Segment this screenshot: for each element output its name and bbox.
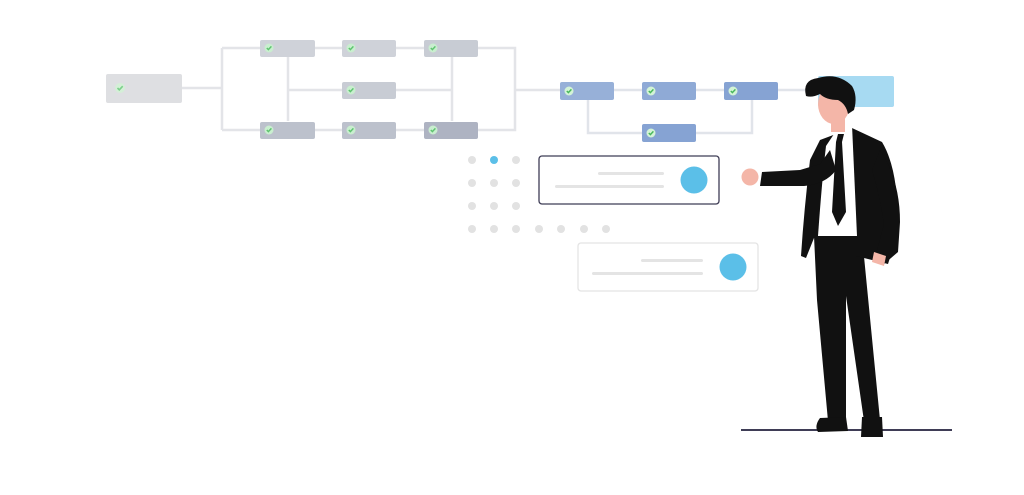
left-shoe xyxy=(816,417,848,432)
circle-avatar-icon xyxy=(680,166,708,194)
check-icon xyxy=(115,83,125,93)
flow-node xyxy=(342,40,396,57)
hand-right xyxy=(872,252,886,266)
check-icon xyxy=(264,43,274,53)
card-line xyxy=(592,272,703,275)
flow-node-start xyxy=(106,74,182,103)
check-icon xyxy=(428,125,438,135)
tie xyxy=(832,134,846,226)
flow-node xyxy=(424,122,478,139)
flow-node xyxy=(342,122,396,139)
card-line xyxy=(641,259,703,262)
hand-left xyxy=(741,168,759,186)
check-icon xyxy=(428,43,438,53)
card-line xyxy=(555,185,664,188)
dot-grid xyxy=(468,156,610,233)
arm-left xyxy=(760,150,836,186)
dot-active xyxy=(490,156,498,164)
info-card-active xyxy=(538,155,720,205)
check-icon xyxy=(646,128,656,138)
flow-node xyxy=(642,82,696,100)
check-icon xyxy=(646,86,656,96)
circle-avatar-icon xyxy=(719,253,747,281)
flow-node xyxy=(260,40,315,57)
check-icon xyxy=(346,43,356,53)
card-line xyxy=(598,172,664,175)
flow-connectors xyxy=(182,46,818,135)
check-icon xyxy=(564,86,574,96)
hair xyxy=(805,76,856,114)
info-card xyxy=(577,242,759,292)
flow-node xyxy=(642,124,696,142)
flow-node xyxy=(424,40,478,57)
arm-right xyxy=(872,150,900,264)
trousers xyxy=(814,236,880,421)
flow-node xyxy=(724,82,778,100)
check-icon xyxy=(346,125,356,135)
flow-node xyxy=(260,122,315,139)
check-icon xyxy=(728,86,738,96)
flow-node xyxy=(342,82,396,99)
right-shoe xyxy=(861,417,883,437)
presenter-figure xyxy=(741,76,900,437)
check-icon xyxy=(346,85,356,95)
check-icon xyxy=(264,125,274,135)
flow-node xyxy=(560,82,614,100)
